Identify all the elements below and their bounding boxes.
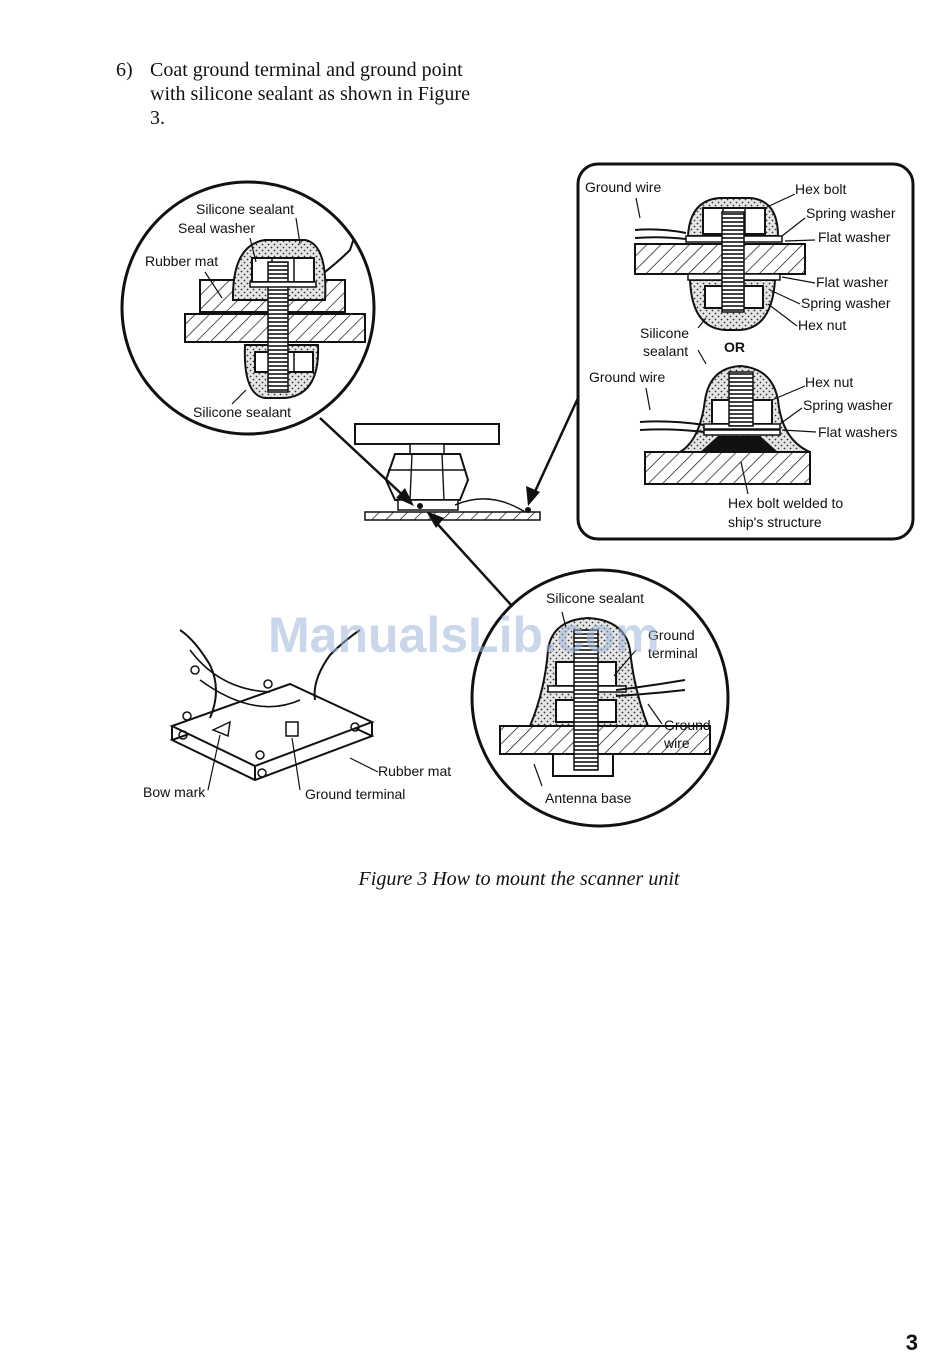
step-text-line-2: with silicone sealant as shown in Figure [150,83,470,105]
step-text-line-3: 3. [150,107,165,129]
label-spring-washer-2: Spring washer [801,295,891,311]
label-hex-bolt-welded-2: ship's structure [728,514,822,530]
label-bow-mark: Bow mark [143,784,206,800]
label-rubber-mat-base: Rubber mat [378,763,451,779]
step-text: Coat ground terminal and ground point wi… [150,58,510,130]
label-spring-washer-3: Spring washer [803,397,893,413]
label-ground-wire-2: Ground wire [589,369,665,385]
label-ground-terminal-1: Ground [648,627,695,643]
label-flat-washer-2: Flat washer [816,274,889,290]
label-ground-wire-1: Ground wire [585,179,661,195]
scanner-unit [354,423,541,521]
label-or: OR [724,339,745,355]
figure-caption-text: Figure 3 How to mount the scanner unit [358,868,680,890]
label-silicone-sealant-bottom: Silicone sealant [193,404,291,420]
label-silicone-sealant-top: Silicone sealant [196,201,294,217]
page-number: 3 [905,1330,918,1355]
pointer-arrows [319,397,580,607]
label-hex-nut-1: Hex nut [798,317,846,333]
step-number: 6) [116,59,133,81]
label-ground-wire-bottom-1: Ground [664,717,711,733]
figure-caption: Figure 3 How to mount the scanner unit [0,868,950,891]
label-hex-bolt: Hex bolt [795,181,846,197]
left-detail: Silicone sealant Seal washer Rubber mat … [120,180,376,436]
label-hex-nut-2: Hex nut [805,374,853,390]
label-ground-terminal-base: Ground terminal [305,786,405,802]
label-flat-washers: Flat washers [818,424,897,440]
label-seal-washer: Seal washer [178,220,255,236]
label-silicone-sealant-bottom-circle: Silicone sealant [546,590,644,606]
label-ground-wire-bottom-2: wire [663,735,690,751]
right-detail: Ground wire Hex bolt Spring washer Flat … [576,162,915,541]
label-spring-washer-1: Spring washer [806,205,896,221]
label-rubber-mat-left: Rubber mat [145,253,218,269]
bottom-detail: Silicone sealant Ground terminal Ground … [470,568,730,828]
label-flat-washer-1: Flat washer [818,229,891,245]
label-silicone-sealant-2: sealant [643,343,688,359]
base-view: Rubber mat Bow mark Ground terminal [143,629,451,802]
label-hex-bolt-welded-1: Hex bolt welded to [728,495,843,511]
label-ground-terminal-2: terminal [648,645,698,661]
step-text-line-1: Coat ground terminal and ground point [150,59,463,81]
watermark: ManualsLib.com [268,607,660,663]
label-antenna-base: Antenna base [545,790,632,806]
label-silicone-sealant-1: Silicone [640,325,689,341]
